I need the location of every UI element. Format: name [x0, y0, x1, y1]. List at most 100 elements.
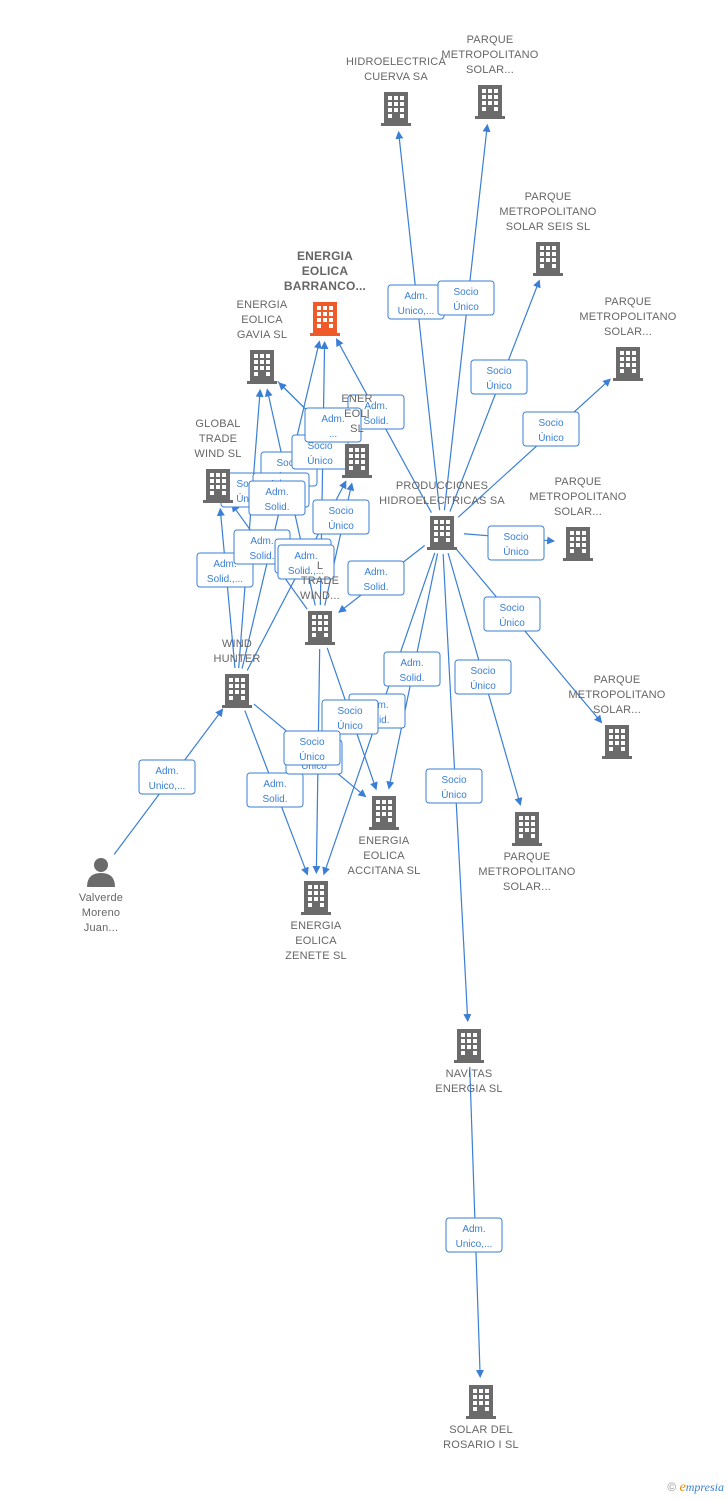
edge-label-26[interactable]: Adm.... — [304, 407, 362, 443]
edge-label-box — [487, 525, 545, 561]
edge-label-28[interactable]: Adm.Solid. — [248, 480, 306, 516]
edge-label-line: Socio — [307, 441, 332, 452]
node-trade_wind2[interactable]: LTRADEWIND... — [300, 560, 340, 645]
node-label-line: GAVIA SL — [237, 329, 287, 341]
building-icon — [247, 350, 277, 384]
building-icon — [475, 85, 505, 119]
edge-label-line: Adm. — [400, 658, 423, 669]
node-label-line: SOLAR... — [466, 64, 514, 76]
building-icon — [369, 796, 399, 830]
node-label-line: EOLICA — [363, 850, 405, 862]
node-label-line: ENERGIA — [297, 249, 353, 263]
node-label-line: SOLAR SEIS SL — [506, 221, 591, 233]
copyright-symbol: © — [667, 1480, 677, 1494]
edge-label-box — [248, 480, 306, 516]
edge-label-line: Único — [307, 454, 333, 467]
edge-label-12[interactable]: Adm. Unico,... — [445, 1217, 503, 1253]
building-icon — [563, 527, 593, 561]
edge-label-line: Unico,... — [456, 1239, 493, 1250]
edge-label-18[interactable]: Adm.Solid. — [246, 772, 304, 808]
node-label-line: HIDROELECTRICAS SA — [379, 495, 505, 507]
edge-label-line: Socio — [503, 532, 528, 543]
edge-label-7[interactable]: Adm.Solid. — [347, 394, 405, 430]
edge-label-line: Solid.,... — [288, 566, 324, 577]
node-label-line: METROPOLITANO — [441, 49, 538, 61]
node-label-line: Juan... — [84, 922, 118, 934]
edge-label-line: Adm. — [364, 401, 387, 412]
edge-label-0[interactable]: Adm. Unico,... — [387, 284, 445, 320]
node-eolica_gavia[interactable]: ENERGIA EOLICA GAVIA SL — [237, 299, 288, 384]
edge-label-13[interactable]: Adm.Unico,... — [138, 759, 196, 795]
building-icon — [533, 242, 563, 276]
edge-label-line: Unico,... — [398, 306, 435, 317]
node-pm_solar_r4[interactable]: PARQUEMETROPOLITANOSOLAR... — [568, 674, 666, 759]
edge-label-8[interactable]: Adm.Solid. — [347, 560, 405, 596]
edge-label-box — [312, 499, 370, 535]
edge-label-line: Adm. — [263, 779, 286, 790]
node-valverde[interactable]: ValverdeMorenoJuan... — [79, 858, 123, 934]
node-label-line: EOLICA — [241, 314, 283, 326]
edge-label-line: Único — [337, 719, 363, 732]
node-label-line: ACCITANA SL — [348, 865, 421, 877]
edge-label-9[interactable]: Adm.Solid. — [383, 651, 441, 687]
building-icon — [222, 674, 252, 708]
node-label-line: METROPOLITANO — [478, 866, 575, 878]
empresia-brand[interactable]: © empresia — [667, 1480, 724, 1496]
node-label-line: SOLAR... — [503, 881, 551, 893]
node-label-line: ENERGIA SL — [435, 1083, 502, 1095]
edge-label-line: Socio — [441, 775, 466, 786]
edge-label-line: Solid. — [264, 502, 289, 513]
edge-label-line: Unico,... — [149, 781, 186, 792]
edge-label-line: Único — [453, 300, 479, 313]
edge-label-line: ... — [329, 429, 337, 440]
node-label-line: ENERGIA — [237, 299, 288, 311]
edge-label-box — [437, 280, 495, 316]
node-pm_solar_top[interactable]: PARQUEMETROPOLITANOSOLAR... — [441, 34, 539, 119]
node-label-line: PARQUE — [605, 296, 652, 308]
building-icon — [381, 92, 411, 126]
edge-label-line: Adm. — [462, 1224, 485, 1235]
edge-label-line: Solid. — [363, 582, 388, 593]
node-pm_solar_r2[interactable]: PARQUEMETROPOLITANOSOLAR... — [579, 296, 677, 381]
edge-label-line: Único — [538, 431, 564, 444]
node-label-line: SOLAR DEL — [449, 1424, 513, 1436]
building-icon — [512, 812, 542, 846]
edge-label-line: Único — [441, 788, 467, 801]
edge-label-line: Adm. — [404, 291, 427, 302]
edge-label-27[interactable]: Adm.Solid.,... — [277, 544, 335, 580]
node-label-line: CUERVA SA — [364, 71, 428, 83]
node-pm_solar_r5[interactable]: PARQUEMETROPOLITANOSOLAR... — [478, 812, 576, 893]
edge-label-box — [321, 699, 379, 735]
node-label-line: PARQUE — [594, 674, 641, 686]
node-label-line: Valverde — [79, 892, 123, 904]
node-label-line: ENERGIA — [291, 920, 342, 932]
edge-producciones-to-hidro_cuerva — [395, 130, 441, 511]
node-label-line: PRODUCCIONES — [396, 480, 488, 492]
edge-label-line: Adm. — [250, 536, 273, 547]
edge-label-line: Socio — [486, 366, 511, 377]
node-pm_solar_r3[interactable]: PARQUEMETROPOLITANOSOLAR... — [529, 476, 627, 561]
node-eolica_barranco[interactable]: ENERGIAEOLICABARRANCO... — [284, 249, 366, 336]
node-label-line: METROPOLITANO — [579, 311, 676, 323]
node-producciones[interactable]: PRODUCCIONES HIDROELECTRICAS SA — [379, 480, 505, 550]
